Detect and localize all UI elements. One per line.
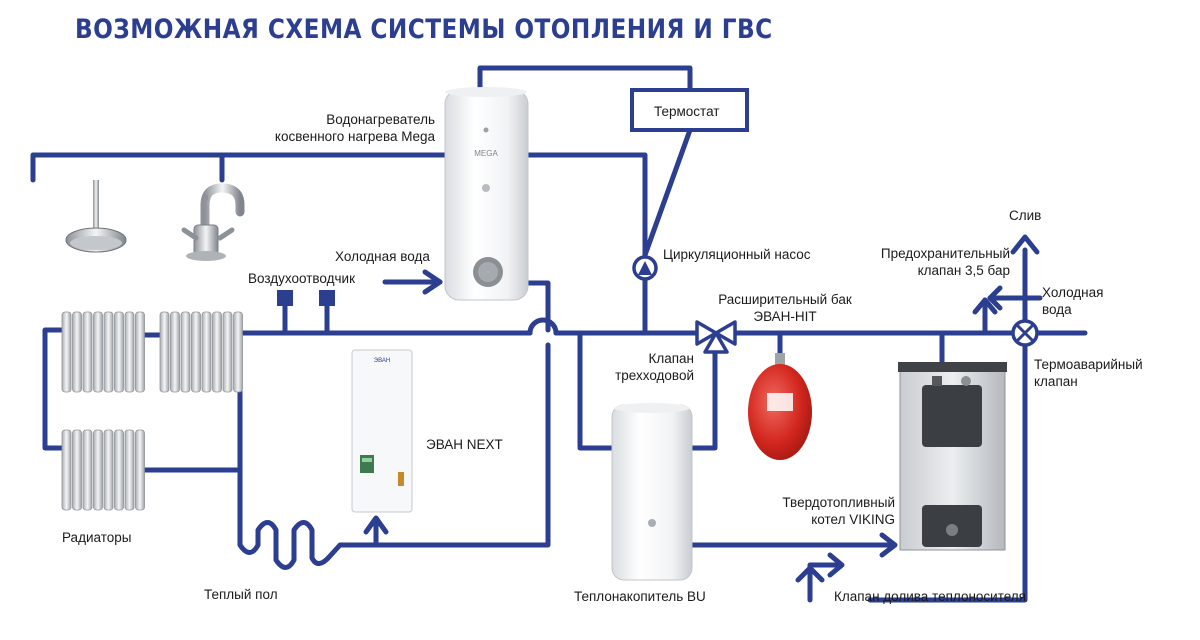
air-vent-label: Воздухоотводчик xyxy=(248,271,355,286)
flow-arrows xyxy=(363,234,1040,583)
three-way-valve-label: Клапан трехходовой xyxy=(615,351,694,383)
page-title: ВОЗМОЖНАЯ СХЕМА СИСТЕМЫ ОТОПЛЕНИЯ И ГВС xyxy=(75,14,773,45)
expansion-tank-icon xyxy=(748,353,812,460)
boiler-icon xyxy=(898,362,1007,551)
pipe-network xyxy=(30,65,1088,603)
circ-pump-label: Циркуляционный насос xyxy=(663,247,811,262)
radiator-icon xyxy=(61,311,145,393)
three-way-valve-icon xyxy=(695,320,737,354)
electric-boiler-brand: ЭВАН xyxy=(374,358,390,364)
heater-brand: MEGA xyxy=(474,149,498,158)
air-vent-icon xyxy=(319,290,335,306)
evan-next-label: ЭВАН NEXT xyxy=(426,437,503,452)
radiator-icon xyxy=(159,311,243,393)
safety-valve-label: Предохранительный клапан 3,5 бар xyxy=(880,246,1010,278)
thermostat-label: Термостат xyxy=(654,104,720,119)
cold-water-label: Холодная вода xyxy=(335,249,430,264)
faucet-icon xyxy=(181,183,245,261)
drain-label: Слив xyxy=(1009,208,1042,223)
shower-head-icon xyxy=(65,180,127,253)
water-heater-icon xyxy=(444,87,529,301)
thermostat-box xyxy=(630,88,749,132)
air-vent-icon xyxy=(277,290,293,306)
warm-floor-label: Теплый пол xyxy=(204,587,278,602)
thermal-valve-label: Термоаварийный клапан xyxy=(1034,357,1143,389)
solid-fuel-boiler-label: Твердотопливный котел VIKING xyxy=(782,495,895,527)
heat-accumulator-label: Теплонакопитель BU xyxy=(574,589,706,604)
electric-boiler-icon xyxy=(351,349,413,513)
cold-water-right-label: Холодная вода xyxy=(1042,285,1104,317)
heat-accumulator-icon xyxy=(611,403,693,581)
refill-valve-label: Клапан долива теплоносителя xyxy=(834,589,1026,604)
pump-icon xyxy=(632,255,658,281)
water-heater-label: Водонагреватель косвенного нагрева Mega xyxy=(274,112,435,144)
expansion-tank-label: Расширительный бак ЭВАН-HIT xyxy=(718,292,852,324)
thermal-valve-icon xyxy=(1011,319,1039,347)
radiators-label: Радиаторы xyxy=(62,530,132,545)
radiator-icon xyxy=(61,429,145,511)
